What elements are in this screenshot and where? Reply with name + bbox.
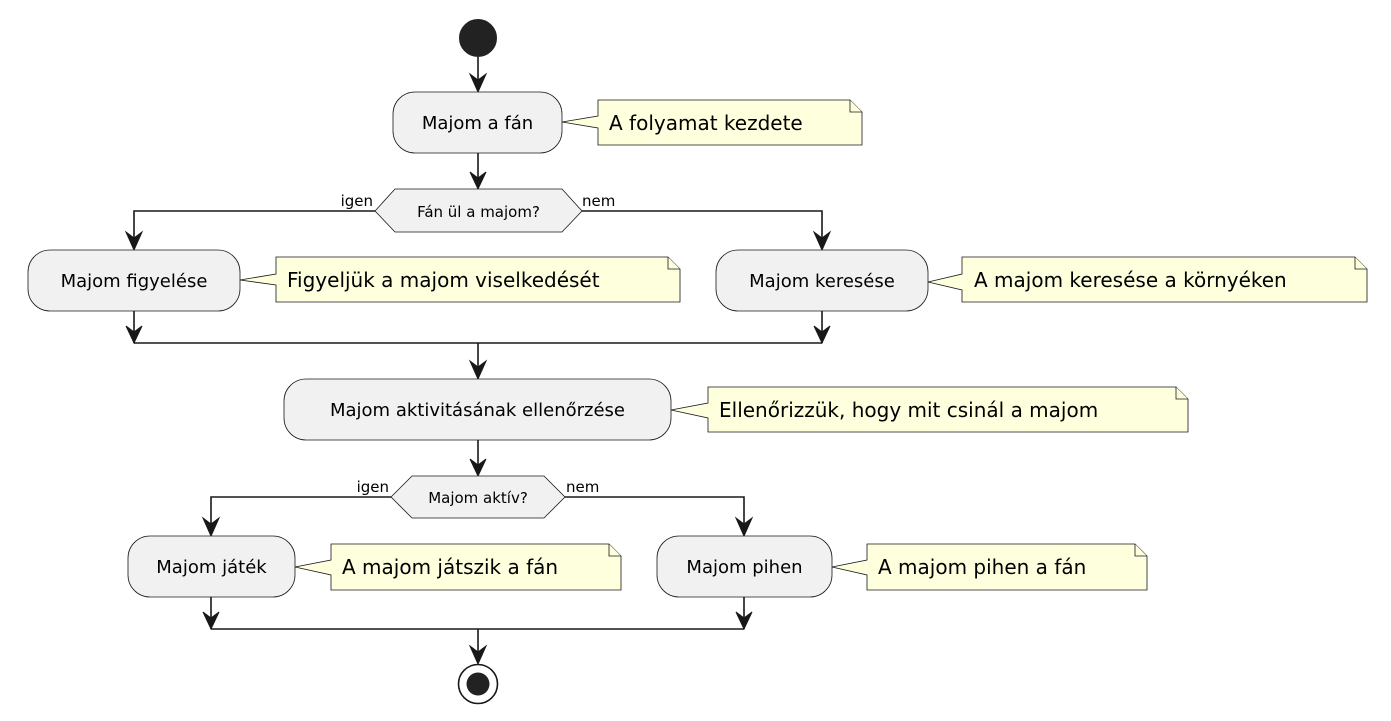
- decision-fan-ul-a-majom[interactable]: Fán ül a majom?: [374, 188, 583, 233]
- note-text: A folyamat kezdete: [609, 111, 803, 135]
- note-a6: A majom pihen a fán: [831, 543, 1148, 591]
- activity-majom-pihen[interactable]: Majom pihen: [656, 535, 833, 598]
- activity-majom-jatek[interactable]: Majom játék: [127, 535, 296, 598]
- branch-label-no: nem: [582, 192, 615, 210]
- activity-label: Majom figyelése: [61, 271, 208, 292]
- arrowhead: [468, 644, 488, 666]
- arrowhead: [812, 230, 832, 252]
- note-text: A majom keresése a környéken: [974, 268, 1287, 292]
- activity-majom-keresese[interactable]: Majom keresése: [715, 249, 929, 312]
- flow-d1-yes: [133, 210, 375, 248]
- arrowhead: [125, 325, 143, 345]
- branch-label-yes: igen: [357, 478, 389, 496]
- arrowhead: [468, 72, 488, 94]
- note-text: Ellenőrizzük, hogy mit csinál a majom: [719, 398, 1098, 422]
- activity-majom-aktivitas-ellenorzese[interactable]: Majom aktivitásának ellenőrzése: [283, 378, 672, 441]
- decision-label: Fán ül a majom?: [417, 203, 540, 221]
- activity-majom-figyelese[interactable]: Majom figyelése: [27, 249, 241, 312]
- note-a3: A majom keresése a környéken: [927, 256, 1368, 303]
- flow-d2-yes: [210, 496, 391, 534]
- note-a5: A majom játszik a fán: [294, 543, 622, 591]
- note-text: Figyeljük a majom viselkedését: [287, 268, 600, 292]
- note-a4: Ellenőrizzük, hogy mit csinál a majom: [670, 386, 1189, 433]
- branch-label-yes: igen: [341, 192, 373, 210]
- note-text: A majom játszik a fán: [342, 555, 558, 579]
- arrowhead: [469, 458, 487, 478]
- branch-label-no: nem: [566, 478, 599, 496]
- arrowhead: [202, 611, 220, 631]
- arrowhead: [201, 516, 221, 538]
- activity-majom-a-fan[interactable]: Majom a fán: [392, 91, 563, 154]
- decision-label: Majom aktív?: [428, 489, 528, 507]
- note-a2: Figyeljük a majom viselkedését: [239, 256, 681, 303]
- arrowhead: [734, 516, 754, 538]
- arrowhead: [735, 611, 753, 631]
- flow-d2-no: [565, 496, 745, 534]
- decision-majom-aktiv[interactable]: Majom aktív?: [390, 475, 566, 519]
- note-text: A majom pihen a fán: [878, 555, 1086, 579]
- activity-label: Majom játék: [156, 557, 267, 578]
- activity-label: Majom a fán: [422, 113, 533, 134]
- activity-label: Majom aktivitásának ellenőrzése: [330, 400, 625, 421]
- flow-d1-no: [582, 210, 823, 248]
- note-a1: A folyamat kezdete: [561, 99, 863, 146]
- arrowhead: [468, 359, 488, 381]
- activity-label: Majom keresése: [749, 271, 895, 292]
- start-node: [459, 19, 497, 57]
- arrowhead: [813, 325, 831, 345]
- activity-label: Majom pihen: [686, 557, 802, 578]
- arrowhead: [469, 171, 487, 191]
- arrowhead: [124, 230, 144, 252]
- end-node: [457, 663, 499, 705]
